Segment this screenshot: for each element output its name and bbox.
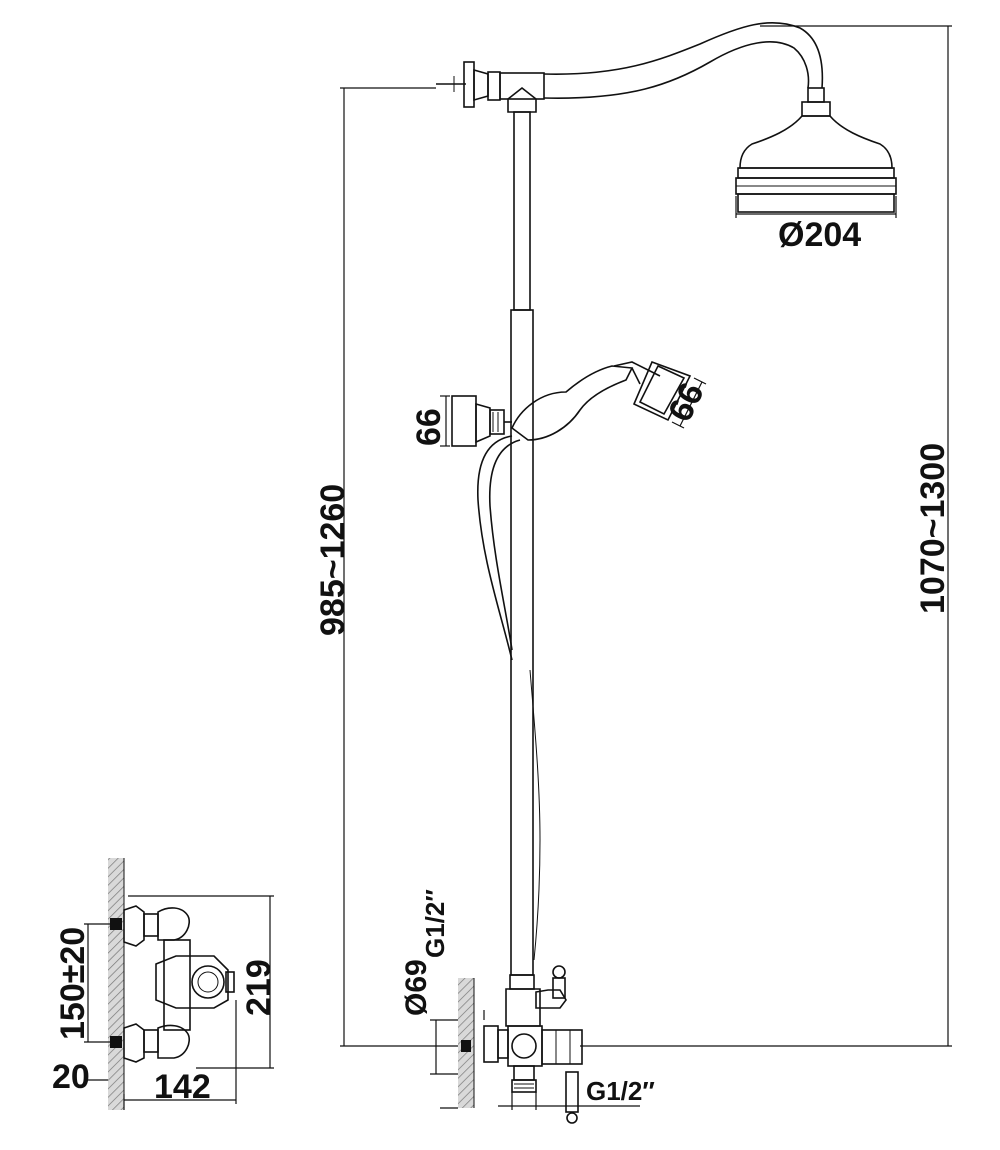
head-diameter-label: Ø204 — [778, 216, 861, 254]
bar-height-label: 985~1260 — [314, 484, 352, 636]
mixer-dimension-labels: 150±20 20 142 219 — [52, 927, 278, 1106]
rain-shower-head — [735, 87, 897, 213]
diverter-valve — [483, 965, 583, 1124]
mixer-height-label: 219 — [240, 959, 278, 1016]
shower-column — [436, 22, 897, 1124]
top-tee — [499, 72, 545, 113]
mixer-dimension-lines — [84, 895, 274, 1110]
shower-hose — [477, 435, 541, 961]
hand-shower-holder — [451, 395, 512, 447]
dimension-labels: Ø204 66 66 985~1260 1070~1300 G1/2″ Ø69 … — [314, 216, 952, 1106]
riser-pipe — [510, 111, 534, 976]
top-wall-bracket — [436, 61, 501, 108]
holder-size-label: 66 — [410, 408, 448, 446]
outlet-bottom-label: G1/2″ — [586, 1076, 655, 1106]
dimension-lines — [340, 25, 952, 1110]
mixer-offset-label: 20 — [52, 1058, 90, 1096]
hand-shower — [511, 360, 692, 441]
inlet-diameter-label: Ø69 — [400, 959, 433, 1016]
shower-arm — [543, 22, 824, 99]
mixer-depth-label: 142 — [154, 1068, 211, 1106]
inlet-top-label: G1/2″ — [420, 889, 450, 958]
mixer-centers-label: 150±20 — [54, 927, 92, 1040]
mixer-side-view — [108, 858, 235, 1110]
lower-wall — [458, 978, 475, 1108]
overall-height-label: 1070~1300 — [914, 443, 952, 614]
